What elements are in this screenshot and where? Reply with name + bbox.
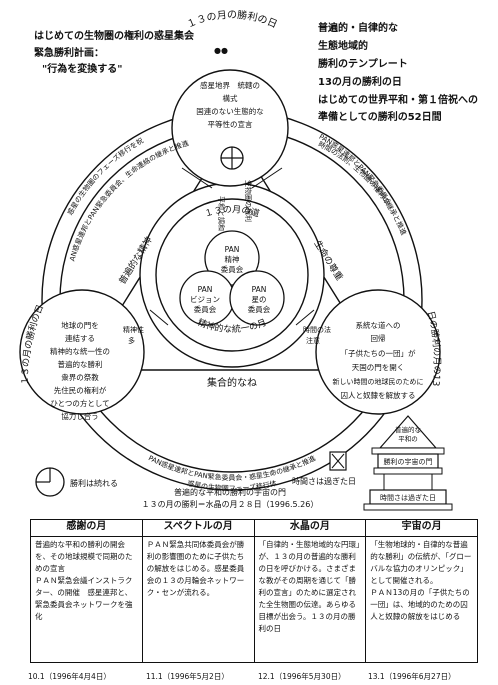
top-node-line4: 平等性の宣言 — [208, 119, 253, 129]
table-cell: 普遍的な平和の勝利の開会を、その地球規模で同期のための宣言 ＰＡＮ緊急会議インス… — [30, 536, 143, 663]
right-node-line2: 回帰 — [371, 333, 386, 343]
header-quote: "行為を変換する" — [42, 64, 123, 75]
inner-right-line2: 星の — [252, 295, 267, 304]
right-node-line6: 囚人と奴隷を解放する — [341, 390, 416, 400]
table-header-cell: 感謝の月 — [30, 519, 143, 537]
triangle-top-right-label: 生物圏の権利 — [244, 180, 253, 222]
table-footer-1: 10.1（1996年4月4日） — [28, 672, 111, 681]
header-right-line2: 生態地域的 — [318, 41, 368, 52]
node-circle-top — [171, 69, 289, 187]
triangle-left-small-1: 精神性 — [123, 325, 144, 334]
header-title: はじめての生物圏の権利の惑星集会 — [34, 31, 194, 42]
left-node-line3: 精神的な統一性の — [50, 346, 110, 356]
left-node-line1: 地球の門を — [61, 320, 99, 330]
table-footer-3: 12.1（1996年5月30日） — [258, 672, 346, 681]
caption-line1: 普遍的な平和の勝利の宇宙の門 — [174, 488, 286, 497]
caption-line2: １３の月の勝利＝水晶の月２８日（1996.5.26） — [141, 500, 319, 509]
right-node-line5: 新しい時間の地球民のために — [333, 377, 424, 386]
outer-ring-top-text: １３の月の勝利の日 — [185, 8, 278, 31]
node-circle-left — [19, 289, 145, 415]
inner-circle-right — [229, 270, 285, 326]
top-node-line1: 感星地界 統轄の — [200, 80, 260, 90]
building-roof-line1: 普遍的な — [395, 425, 422, 434]
top-node-line3: 国連のない生態的な — [196, 106, 264, 116]
header-right-line5: はじめての世界平和・第１倍祝への — [318, 95, 478, 106]
triangle-right-small-1: 時間の法 — [303, 325, 331, 334]
left-node-line8: 協力し合う — [61, 411, 99, 421]
inner-left-line2: ビジョン — [190, 295, 220, 304]
inner-right-line3: 委員会 — [248, 304, 271, 314]
inner-ring-top-text: １３の月の道 — [203, 204, 261, 219]
table-header-cell: 宇宙の月 — [365, 519, 478, 537]
triangle-left-small-2: 多 — [128, 336, 135, 345]
inner-right-line1: PAN — [252, 285, 267, 294]
left-node-line6: 先住民の権利が — [54, 385, 107, 395]
inner-left-line3: 委員会 — [194, 304, 217, 314]
left-node-line4: 普遍的な勝利 — [58, 359, 103, 369]
left-node-line2: 連結する — [65, 333, 95, 343]
header-right-line1: 普遍的・自律的な — [318, 23, 398, 34]
inner-circle-top — [204, 230, 260, 286]
building-floor1-label: 勝利の宇宙の門 — [384, 457, 433, 466]
header-subtitle: 緊急勝利計画： — [34, 48, 104, 59]
node-circle-right — [315, 289, 441, 415]
table-cell: 「自律的・生態地域的な円環」が、１３の月の普遍的な勝利の日を呼びかける。さまざま… — [253, 536, 367, 663]
triangle-right-small-2: 注意 — [306, 336, 320, 345]
top-node-line2: 構式 — [223, 93, 238, 103]
right-node-line4: 天国の門を開く — [352, 363, 405, 372]
inner-left-line1: PAN — [198, 285, 213, 294]
table-cell: ＰＡＮ緊急共同体委員会が勝利の影響圏のために子供たちの解放をはじめる。感星委員会… — [141, 536, 255, 663]
header-right-line3: 勝利のテンプレート — [318, 59, 408, 70]
left-node-line5: 衆界の祭教 — [61, 372, 99, 382]
triangle-top-left-label: 平和と調和 — [217, 196, 226, 231]
table-footer-4: 13.1（1996年6月27日） — [368, 672, 456, 681]
inner-top-line3: 委員会 — [221, 264, 244, 274]
legend-circle-label: 勝利は続れる — [70, 478, 118, 488]
inner-top-line1: PAN — [225, 245, 240, 254]
right-node-line1: 系統な道への — [356, 320, 401, 330]
table-header-cell: スペクトルの月 — [141, 519, 255, 537]
table-cell: 「生物地球的・自律的な普遍的な勝利」の伝統が、「グローバルな協力のオリンピック」… — [365, 536, 478, 663]
left-node-line7: ひとつの方として — [50, 398, 109, 408]
dots-icon: ●● — [214, 46, 228, 55]
right-node-line3: 「子供たちの一団」が — [341, 348, 416, 358]
header-right-line4: 13の月の勝利の日 — [318, 77, 402, 88]
building-roof-line2: 平和の — [398, 434, 418, 443]
building-floor2-label: 時間さは過ぎた日 — [380, 493, 436, 502]
table-header-row: 感謝の月 スペクトルの月 水晶の月 宇宙の月 — [30, 519, 478, 537]
header-right-line6: 準備としての勝利の52日間 — [318, 112, 442, 123]
inner-top-line2: 精神 — [225, 254, 240, 264]
table-footer-2: 11.1（1996年5月2日） — [146, 672, 229, 681]
table-header-cell: 水晶の月 — [253, 519, 367, 537]
legend-hourglass-label: 時間さは過ぎた日 — [292, 476, 356, 486]
months-table: 感謝の月 スペクトルの月 水晶の月 宇宙の月 普遍的な平和の勝利の開会を、その地… — [30, 519, 478, 663]
triangle-bottom-label: 集合的なね — [207, 376, 257, 389]
table-row: 普遍的な平和の勝利の開会を、その地球規模で同期のための宣言 ＰＡＮ緊急会議インス… — [30, 536, 478, 663]
